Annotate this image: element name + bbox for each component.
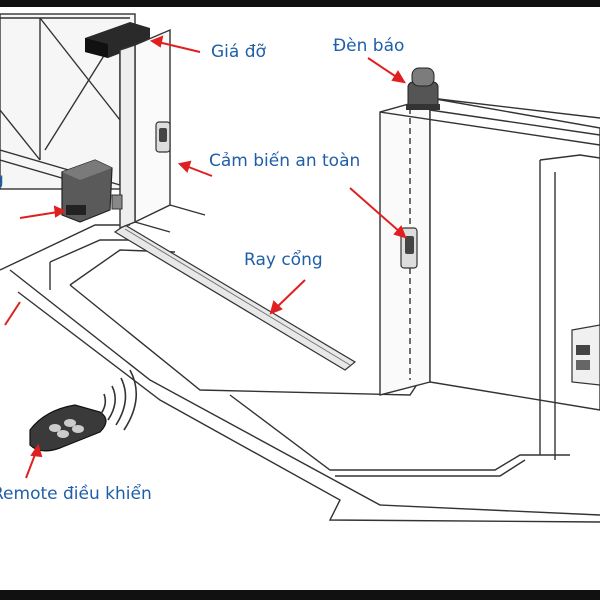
- remote-control-icon: [29, 404, 107, 452]
- label-bracket: Giá đỡ: [211, 42, 266, 62]
- outline-outer: [9, 269, 600, 516]
- outline-inner: [69, 284, 421, 396]
- arrow-rail: [275, 279, 306, 309]
- outline-left-top: [0, 224, 130, 271]
- gate-post: [119, 28, 206, 233]
- label-safety-sensor: Cảm biến an toàn: [209, 151, 361, 171]
- arrow-sensor-right-head: [393, 225, 407, 239]
- control-box: [571, 324, 600, 386]
- arrow-signal: [367, 57, 399, 79]
- motor: [61, 159, 123, 223]
- arrow-rail-head: [269, 300, 283, 315]
- arrow-remote-head: [30, 443, 43, 458]
- outline-outer-2: [17, 291, 600, 523]
- pointer-arrows: [4, 35, 407, 479]
- label-remote: Remote điều khiển: [0, 484, 152, 504]
- arrow-sensor: [185, 165, 213, 177]
- wireless-signal-icon: [99, 369, 138, 431]
- arrow-bracket-head: [149, 35, 164, 48]
- label-gate-rail: Ray cổng: [244, 250, 323, 270]
- bracket: [85, 22, 150, 58]
- outline-left-inner: [49, 239, 135, 263]
- label-cut-1: g: [0, 172, 4, 189]
- arrow-signal-head: [391, 70, 406, 84]
- arrow-motor-head: [53, 205, 67, 218]
- signal-light: [406, 67, 440, 110]
- label-signal-light: Đèn báo: [333, 36, 405, 56]
- arrow-motor: [19, 211, 59, 219]
- outline-inner-3: [335, 459, 526, 477]
- arrow-sensor-right: [349, 187, 401, 233]
- driveway-outlines: [0, 224, 600, 523]
- right-pillar: [379, 97, 600, 460]
- arrow-remote: [25, 451, 37, 479]
- gate-rail: [113, 224, 357, 371]
- arrow-left: [4, 301, 21, 326]
- outline-inner-2: [229, 394, 570, 471]
- arrow-sensor-head: [177, 160, 192, 173]
- safety-sensor-left: [155, 121, 171, 153]
- arrow-bracket: [157, 41, 201, 53]
